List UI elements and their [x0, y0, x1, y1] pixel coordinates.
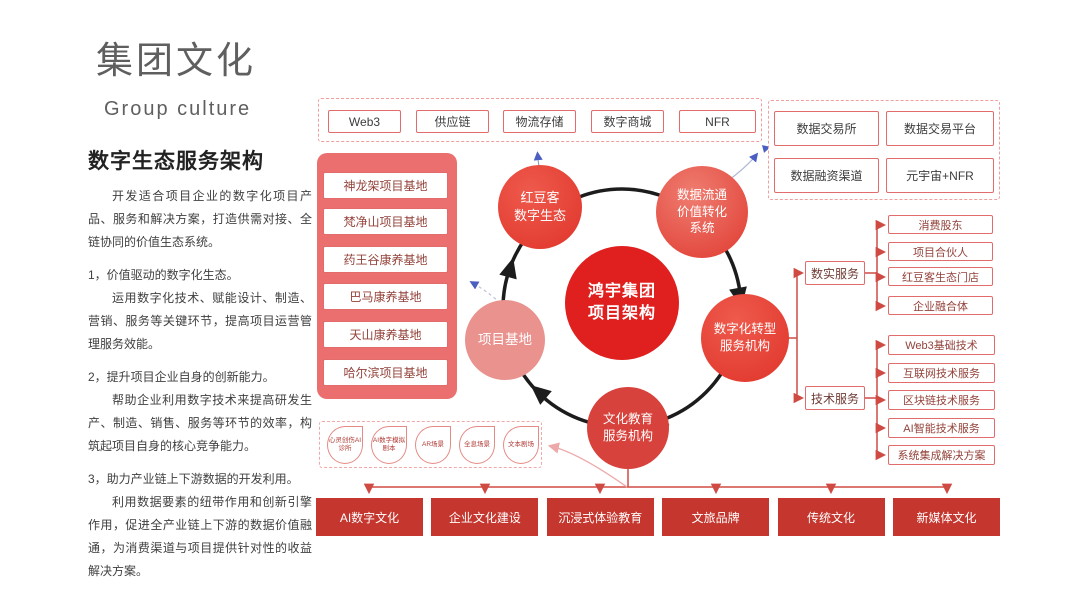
data-market-box: 数据融资渠道	[774, 158, 879, 193]
bottom-category-box: 传统文化	[777, 498, 885, 536]
top-chain-panel: Web3 供应链 物流存储 数字商城 NFR	[318, 98, 762, 142]
base-box: 哈尔滨项目基地	[323, 359, 448, 386]
pod: 全息场景	[459, 425, 495, 464]
service-child-box: 互联网技术服务	[888, 363, 995, 383]
service-child-box: 区块链技术服务	[888, 390, 995, 410]
point-body: 帮助企业利用数字技术来提高研发生产、制造、销售、服务等环节的效率，构筑起项目自身…	[88, 393, 312, 454]
data-market-box: 数据交易所	[774, 111, 879, 146]
base-box: 药王谷康养基地	[323, 246, 448, 273]
base-box: 天山康养基地	[323, 321, 448, 348]
service-child-box: Web3基础技术	[888, 335, 995, 355]
service-child-box: AI智能技术服务	[888, 418, 995, 438]
top-chain-box: 数字商城	[591, 110, 664, 133]
point-heading: 3，助力产业链上下游数据的开发利用。	[88, 472, 299, 487]
point-heading: 1，价值驱动的数字化生态。	[88, 268, 239, 283]
intro-paragraph: 开发适合项目企业的数字化项目产品、服务和解决方案，打造供需对接、全链协同的价值生…	[88, 189, 312, 250]
circle-digital-transform: 数字化转型 服务机构	[701, 294, 789, 382]
top-chain-box: Web3	[328, 110, 401, 133]
bottom-category-box: 新媒体文化	[892, 498, 1000, 536]
pod: AR场景	[415, 425, 451, 464]
page-subtitle: Group culture	[104, 98, 252, 120]
left-text-column: 集团文化 Group culture 数字生态服务架构 开发适合项目企业的数字化…	[88, 30, 312, 584]
service-child-box: 项目合伙人	[888, 242, 993, 261]
bottom-connector	[363, 469, 953, 495]
circle-data-flow: 数据流通 价值转化 系统	[656, 166, 748, 258]
base-box: 巴马康养基地	[323, 283, 448, 310]
section-heading: 数字生态服务架构	[88, 150, 264, 173]
bottom-category-row: AI数字文化 企业文化建设 沉浸式体验教育 文旅品牌 传统文化 新媒体文化	[316, 498, 1000, 538]
top-chain-box: 供应链	[416, 110, 489, 133]
pod: AI数字模拟剧本	[371, 425, 407, 464]
point-body: 利用数据要素的纽带作用和创新引擎作用，促进全产业链上下游的数据价值融通，为消费渠…	[88, 495, 312, 579]
bottom-category-box: AI数字文化	[316, 498, 423, 536]
circle-culture-education: 文化教育 服务机构	[587, 387, 669, 469]
bottom-category-box: 企业文化建设	[431, 498, 539, 536]
service-child-box: 红豆客生态门店	[888, 267, 993, 286]
circle-group-architecture: 鸿宇集团 项目架构	[565, 246, 679, 360]
circle-ecosystem: 红豆客 数字生态	[498, 165, 582, 249]
bases-panel: 神龙架项目基地 梵净山项目基地 药王谷康养基地 巴马康养基地 天山康养基地 哈尔…	[317, 153, 457, 399]
point-body: 运用数字化技术、赋能设计、制造、营销、服务等关键环节，提高项目运营管理服务效能。	[88, 291, 312, 352]
circle-project-base: 项目基地	[465, 300, 545, 380]
point-heading: 2，提升项目企业自身的创新能力。	[88, 370, 275, 385]
data-market-panel: 数据交易所 数据交易平台 数据融资渠道 元宇宙+NFR	[768, 100, 1000, 200]
top-chain-box: 物流存储	[503, 110, 576, 133]
bottom-category-box: 沉浸式体验教育	[546, 498, 654, 536]
service-child-box: 消费股东	[888, 215, 993, 234]
data-market-box: 数据交易平台	[886, 111, 994, 146]
base-box: 神龙架项目基地	[323, 172, 448, 199]
data-market-box: 元宇宙+NFR	[886, 158, 994, 193]
top-chain-box: NFR	[679, 110, 756, 133]
service-child-box: 系统集成解决方案	[888, 445, 995, 465]
page-title: 集团文化	[96, 40, 256, 81]
pod: 心灵创伤AI诊所	[327, 425, 363, 464]
bottom-category-box: 文旅品牌	[662, 498, 770, 536]
service-child-box: 企业融合体	[888, 296, 993, 315]
pods-panel: 心灵创伤AI诊所 AI数字模拟剧本 AR场景 全息场景 文本剧场	[319, 421, 542, 468]
base-box: 梵净山项目基地	[323, 208, 448, 235]
service-group-label: 技术服务	[805, 386, 865, 410]
services-connector	[788, 219, 887, 461]
pod: 文本剧场	[503, 425, 539, 464]
service-group-label: 数实服务	[805, 261, 865, 285]
